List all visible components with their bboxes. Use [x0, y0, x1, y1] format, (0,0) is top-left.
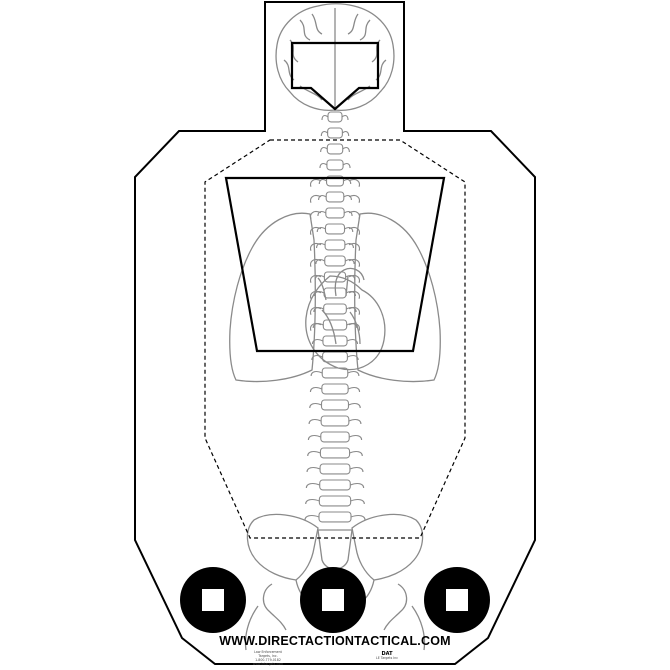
vertebra-process	[316, 226, 354, 233]
pelvis-dot-right	[424, 567, 490, 633]
vertebra	[318, 511, 352, 523]
maker-line: Law Enforcement	[254, 650, 282, 654]
vertebra	[320, 431, 350, 443]
maker-line: www.letargets.com	[252, 662, 284, 666]
vertebra	[319, 463, 351, 475]
brain-gyri-right	[347, 13, 387, 101]
website-text: WWW.DIRECTACTIONTACTICAL.COM	[219, 634, 451, 648]
femur-left	[244, 583, 287, 651]
vertebra-process	[307, 450, 363, 457]
rib-stub	[309, 242, 361, 252]
rib-stub	[309, 322, 361, 332]
vertebra-process	[305, 498, 365, 505]
vertebra	[324, 255, 346, 267]
vertebra-process	[307, 434, 363, 441]
vertebra-process	[311, 338, 359, 345]
vertebra	[318, 495, 352, 507]
sacrum	[317, 529, 353, 570]
vertebra-process	[318, 178, 352, 185]
vertebra	[326, 143, 344, 155]
vertebra	[322, 351, 348, 363]
maker-line: 1-800-779-0182	[255, 658, 281, 662]
rib-stub	[309, 194, 361, 204]
femur-right	[383, 583, 426, 651]
vertebra	[322, 319, 348, 331]
vertebra	[323, 271, 347, 283]
rib-stub	[309, 274, 361, 284]
target-code: DAT LE Targets Inc	[372, 651, 402, 661]
maker-info: Law Enforcement Targets, Inc. 1-800-779-…	[238, 650, 298, 666]
silhouette-outline	[134, 1, 536, 665]
lung-right	[354, 212, 441, 383]
vertebra-process	[306, 466, 364, 473]
vertebra-process	[316, 242, 354, 249]
vertebra	[321, 383, 349, 395]
torso-trapezoid	[224, 176, 446, 353]
vertebra-process	[305, 482, 365, 489]
dashed-scoring-zone	[204, 139, 466, 539]
vertebra	[325, 207, 345, 219]
pelvis-right	[351, 513, 424, 581]
vertebra	[324, 223, 346, 235]
vertebra-process	[304, 514, 366, 521]
vertebra-process	[319, 162, 351, 168]
vertebra	[327, 111, 343, 123]
vertebra-process	[309, 386, 361, 393]
vertebra	[324, 239, 346, 251]
rib-stub	[309, 178, 361, 188]
rib-stub	[309, 210, 361, 220]
vertebra-process	[320, 130, 350, 136]
vertebra-process	[317, 210, 353, 217]
maker-line: Targets, Inc.	[258, 654, 278, 658]
rib-stub	[309, 226, 361, 236]
target-code-sub: LE Targets Inc	[375, 656, 399, 660]
anatomy	[229, 3, 441, 651]
brain-gyri-left	[283, 13, 323, 101]
vertebra	[327, 127, 343, 139]
vertebra	[325, 191, 345, 203]
pelvis-left	[246, 513, 319, 581]
vertebra-process	[311, 354, 359, 361]
vertebra-process	[320, 146, 350, 152]
pelvis-dot-center	[300, 567, 366, 633]
vertebra-process	[310, 370, 360, 377]
vertebra	[323, 303, 347, 315]
vertebra	[319, 447, 351, 459]
vertebra-process	[315, 258, 355, 265]
vertebra-process	[309, 402, 361, 409]
vertebra	[320, 415, 350, 427]
brain-outline	[275, 3, 395, 111]
vertebra	[326, 159, 344, 171]
vertebra-process	[308, 418, 362, 425]
target-code-label: DAT	[381, 651, 393, 657]
spine	[304, 111, 366, 523]
rib-stub	[309, 258, 361, 268]
pelvis-dot-left	[180, 567, 246, 633]
rib-stub	[309, 290, 361, 300]
vertebra	[320, 399, 350, 411]
vertebra-process	[321, 114, 349, 120]
vertebra-process	[318, 194, 352, 201]
rib-stub	[309, 306, 361, 316]
vertebra	[319, 479, 351, 491]
heart	[305, 275, 386, 371]
lung-left	[229, 212, 316, 383]
head-box	[290, 41, 380, 111]
